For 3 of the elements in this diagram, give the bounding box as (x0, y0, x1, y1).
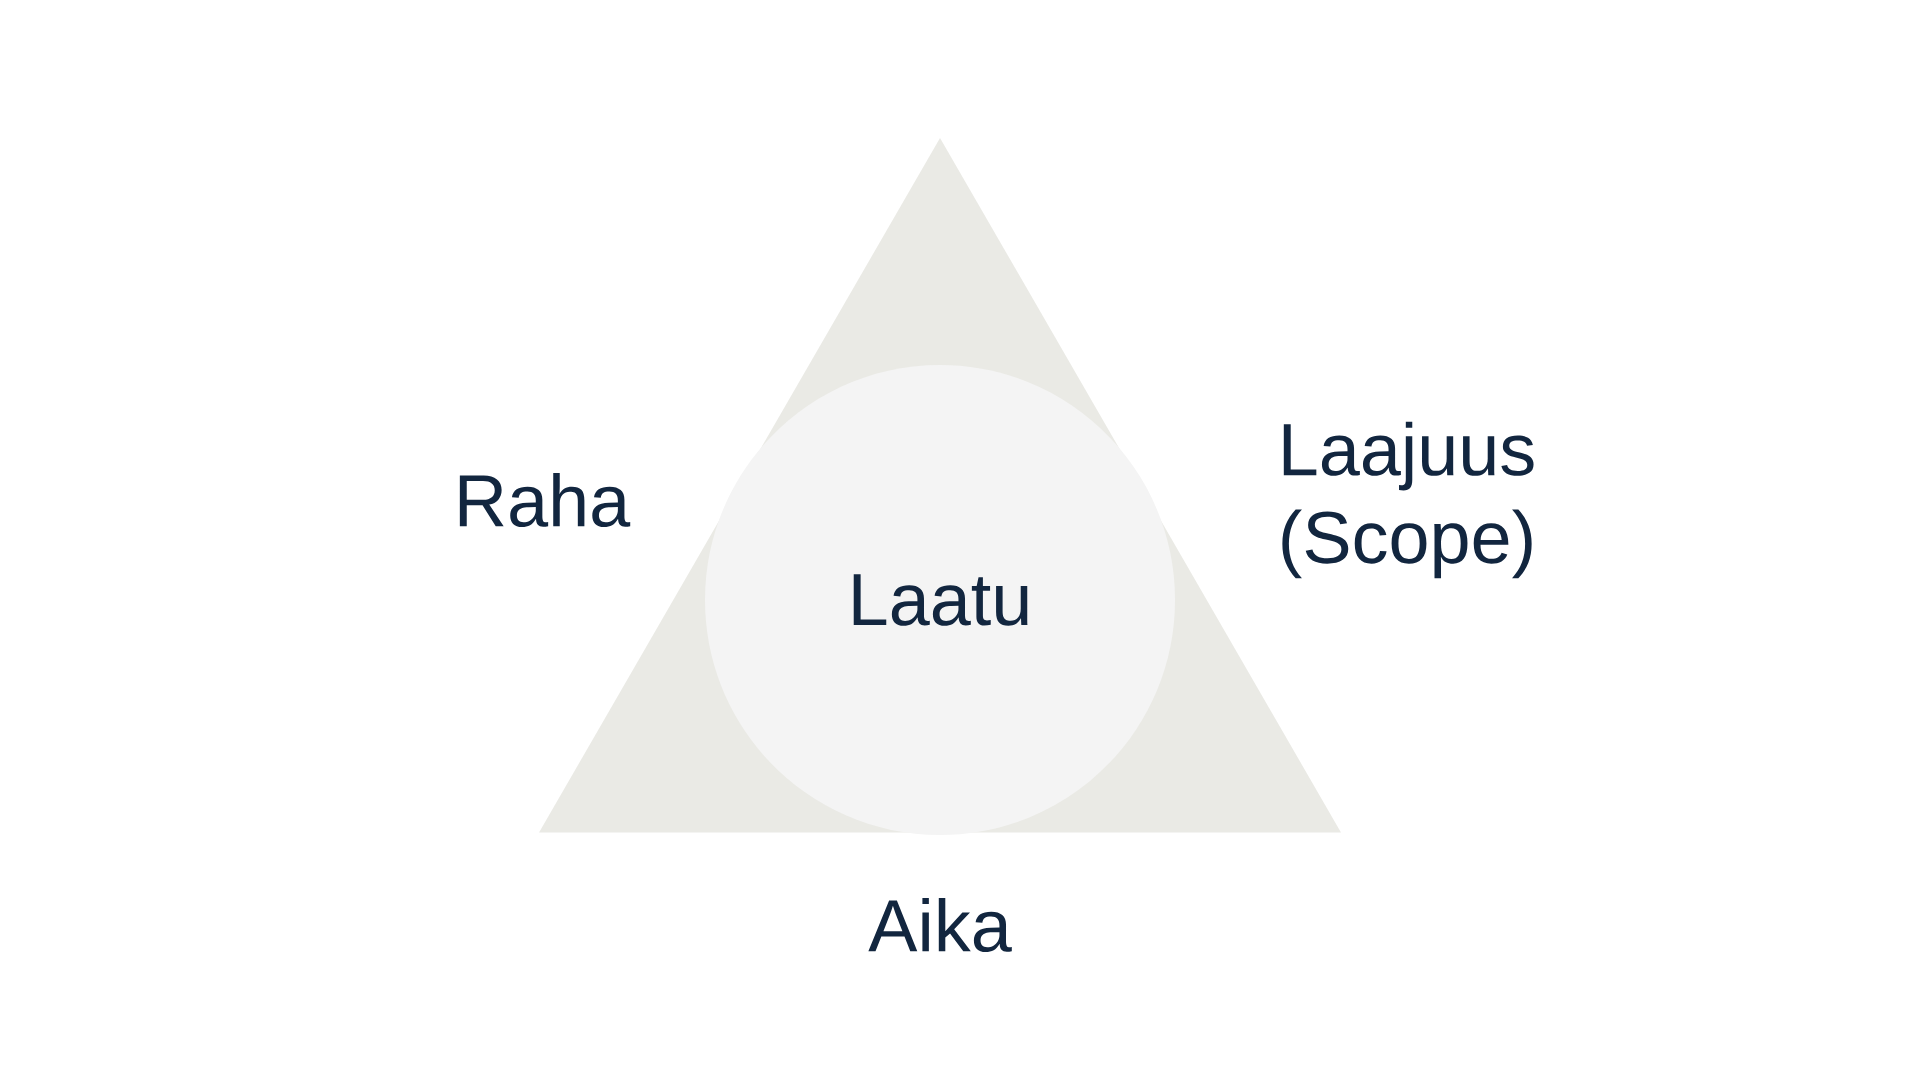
side-label: Laajuus (Scope) (1282, 421, 1534, 579)
side-label: Raha (459, 472, 631, 528)
side-label: Aika (868, 897, 1012, 953)
